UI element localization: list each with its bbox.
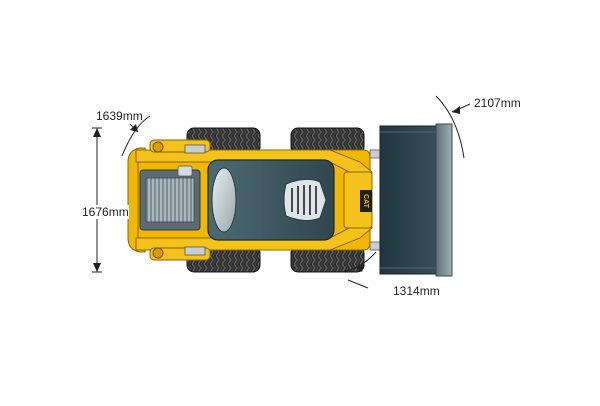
exhaust-stack: [177, 165, 193, 177]
engine-compartment: [139, 165, 201, 231]
front-coupler: CAT: [343, 149, 381, 251]
engine-grille: [145, 177, 195, 223]
left-pivot: [152, 141, 164, 153]
bucket-body: [379, 125, 439, 275]
coupler-pin-right: [369, 241, 381, 251]
lift-arms: [135, 139, 373, 261]
bucket-arc-arrow: [452, 106, 460, 114]
width-label: 1676mm: [82, 205, 129, 219]
operator-cab: [207, 159, 335, 241]
width-arrow-bottom: [93, 263, 101, 272]
width-arrow-top: [93, 128, 101, 137]
right-pivot: [152, 247, 164, 259]
cat-logo: CAT: [362, 194, 369, 209]
coupler-pin-left: [369, 149, 381, 159]
front-radius-leader: [347, 279, 369, 289]
roof-vent-slots: [291, 185, 317, 215]
right-cylinder: [184, 246, 206, 256]
rear-radius-label: 1639mm: [96, 109, 143, 123]
rear-window: [211, 167, 237, 233]
front-radius-arc: [339, 251, 377, 273]
arrowheads: [93, 106, 460, 272]
cat-logo-plate: [360, 190, 372, 212]
rear-arc-arrow: [130, 124, 138, 132]
left-cylinder: [184, 144, 206, 154]
bucket-cutting-edge: [435, 123, 453, 277]
bucket: [379, 123, 453, 277]
front-radius-label: 1314mm: [393, 284, 440, 298]
front-arc-arrow: [356, 264, 364, 272]
bucket-radius-label: 2107mm: [474, 96, 521, 110]
bucket-radius-arc: [435, 95, 465, 159]
